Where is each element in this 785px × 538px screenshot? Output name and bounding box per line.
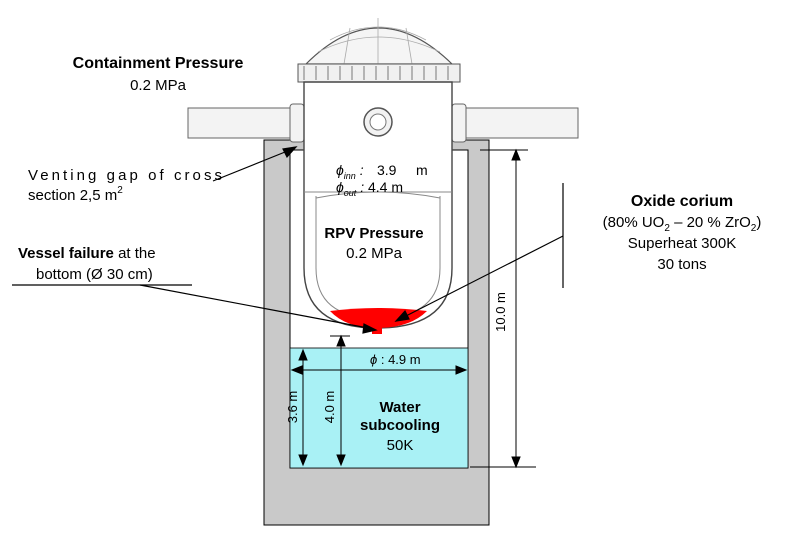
outer-diameter-label: ϕout : 4.4 m xyxy=(336,179,403,198)
containment-value: 0.2 MPa xyxy=(130,77,187,94)
right-pipe-flange xyxy=(451,103,467,143)
vessel-failure-arrow xyxy=(139,284,369,329)
left-pipe xyxy=(187,107,301,139)
oxide-title: Oxide corium xyxy=(631,193,733,210)
vessel-failure-line2: bottom (Ø 30 cm) xyxy=(36,266,153,283)
water-pool xyxy=(289,347,469,469)
water-line3: 50K xyxy=(387,437,414,454)
height-total-label: 10.0 m xyxy=(493,292,508,332)
containment-title: Containment Pressure xyxy=(73,55,244,72)
rpv-value: 0.2 MPa xyxy=(346,245,403,262)
water-depth-label: 3.6 m xyxy=(285,391,300,424)
vessel-dome xyxy=(304,27,454,65)
water-line2: subcooling xyxy=(360,417,440,434)
labels: Containment Pressure 0.2 MPa Venting gap… xyxy=(18,55,761,454)
oxide-mass: 30 tons xyxy=(657,256,706,273)
dimension-lines xyxy=(290,148,536,469)
oxide-arrow xyxy=(403,235,564,318)
gap-height-label: 4.0 m xyxy=(322,391,337,424)
oxide-composition: (80% UO2 – 20 % ZrO2) xyxy=(603,214,762,234)
left-pipe-flange xyxy=(289,103,305,143)
pipes xyxy=(187,103,579,143)
vessel-failure-line1: Vessel failure at the xyxy=(18,245,156,262)
venting-line1: Venting gap of cross xyxy=(28,167,222,184)
reactor-vessel xyxy=(297,18,461,334)
rpv-title: RPV Pressure xyxy=(324,225,423,242)
pool-diameter-label: ϕ : 4.9 m xyxy=(370,352,421,367)
callouts xyxy=(12,146,564,334)
venting-arrow xyxy=(212,149,291,182)
right-pipe xyxy=(454,107,579,139)
water-line1: Water xyxy=(379,399,420,416)
corium-pool xyxy=(330,308,427,328)
venting-line2: section 2,5 m2 xyxy=(28,185,123,204)
oxide-superheat: Superheat 300K xyxy=(628,235,736,252)
